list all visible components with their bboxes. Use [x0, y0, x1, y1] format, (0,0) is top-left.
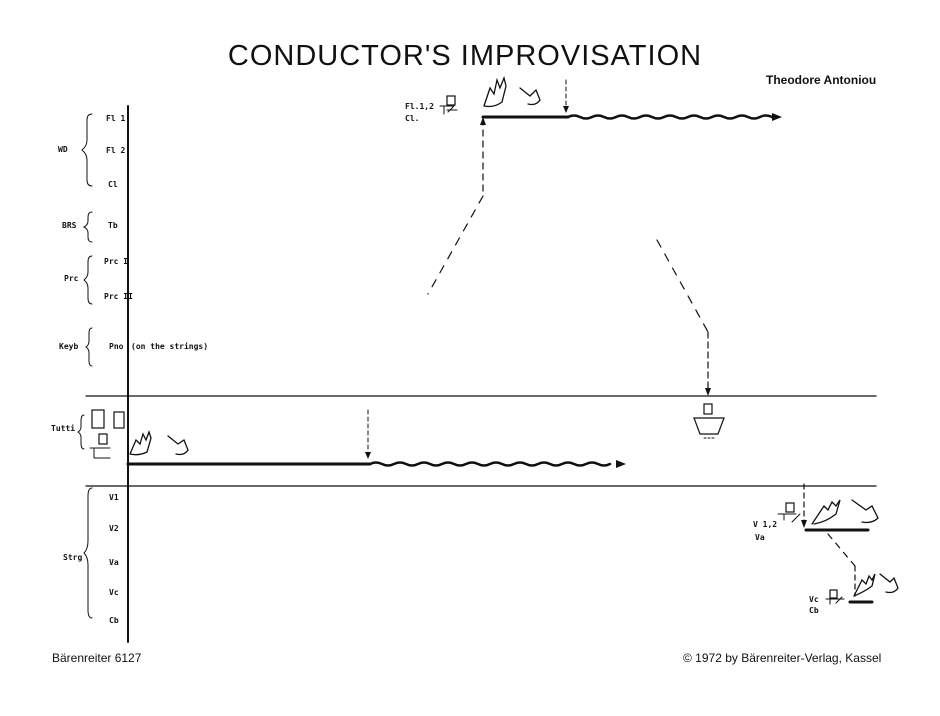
group-label-brs: BRS [62, 221, 77, 230]
strings-diagonal-dash [827, 533, 856, 567]
instrument-label: Fl 1 [106, 114, 126, 123]
tutti-wavy-line [368, 461, 612, 467]
winds-arrowhead [772, 113, 782, 121]
instrument-label: V1 [109, 493, 119, 502]
brace-wd [81, 113, 93, 187]
instrument-label: Vc [109, 588, 119, 597]
instrument-label: Tb [108, 221, 118, 230]
group-label-keyb: Keyb [59, 342, 79, 351]
winds-diagonal-dash [427, 195, 484, 295]
copyright-notice: © 1972 by Bärenreiter-Verlag, Kassel [683, 651, 882, 665]
brace-keyb [85, 327, 93, 367]
hand-gesture-icon [129, 430, 189, 456]
brace-brs [82, 211, 93, 243]
brace-strg [83, 487, 93, 619]
instrument-label: Prc II [104, 292, 133, 301]
instrument-label: Va [109, 558, 119, 567]
tutti-conductor-sign [703, 403, 713, 415]
instrument-label: Prc I [104, 257, 129, 266]
composer-name: Theodore Antoniou [766, 73, 877, 87]
cue-label-viola: Va [755, 533, 765, 542]
cue-label-bass: Cb [809, 606, 819, 615]
cue-label-violins: V 1,2 [753, 520, 778, 529]
instrument-label: Cl [108, 180, 118, 189]
publisher-number: Bärenreiter 6127 [52, 651, 142, 665]
hand-gesture-icon [853, 573, 899, 597]
instrument-label: Pno [109, 342, 124, 351]
cue-label-winds: Fl.1,2 [405, 102, 434, 111]
instrument-label: Fl 2 [106, 146, 126, 155]
winds-wavy-line [566, 114, 774, 120]
hand-gesture-icon [483, 75, 541, 108]
tutti-diagonal-dash [656, 239, 709, 333]
group-label-strg: Strg [63, 553, 83, 562]
group-label-prc: Prc [64, 274, 79, 283]
piano-note: (on the strings) [131, 342, 209, 351]
hand-gesture-icon [811, 499, 879, 525]
brace-tutti [77, 414, 85, 450]
brace-prc [83, 255, 93, 305]
instrument-label: Cb [109, 616, 119, 625]
group-label-tutti: Tutti [51, 424, 76, 433]
tutti-arrowhead [616, 460, 626, 468]
cue-label-clarinet: Cl. [405, 114, 420, 123]
cue-label-cello: Vc [809, 595, 819, 604]
page-title: CONDUCTOR'S IMPROVISATION [227, 40, 703, 72]
group-label-wd: WD [58, 145, 68, 154]
winds-tempo-box [446, 95, 456, 106]
instrument-label: V2 [109, 524, 119, 533]
